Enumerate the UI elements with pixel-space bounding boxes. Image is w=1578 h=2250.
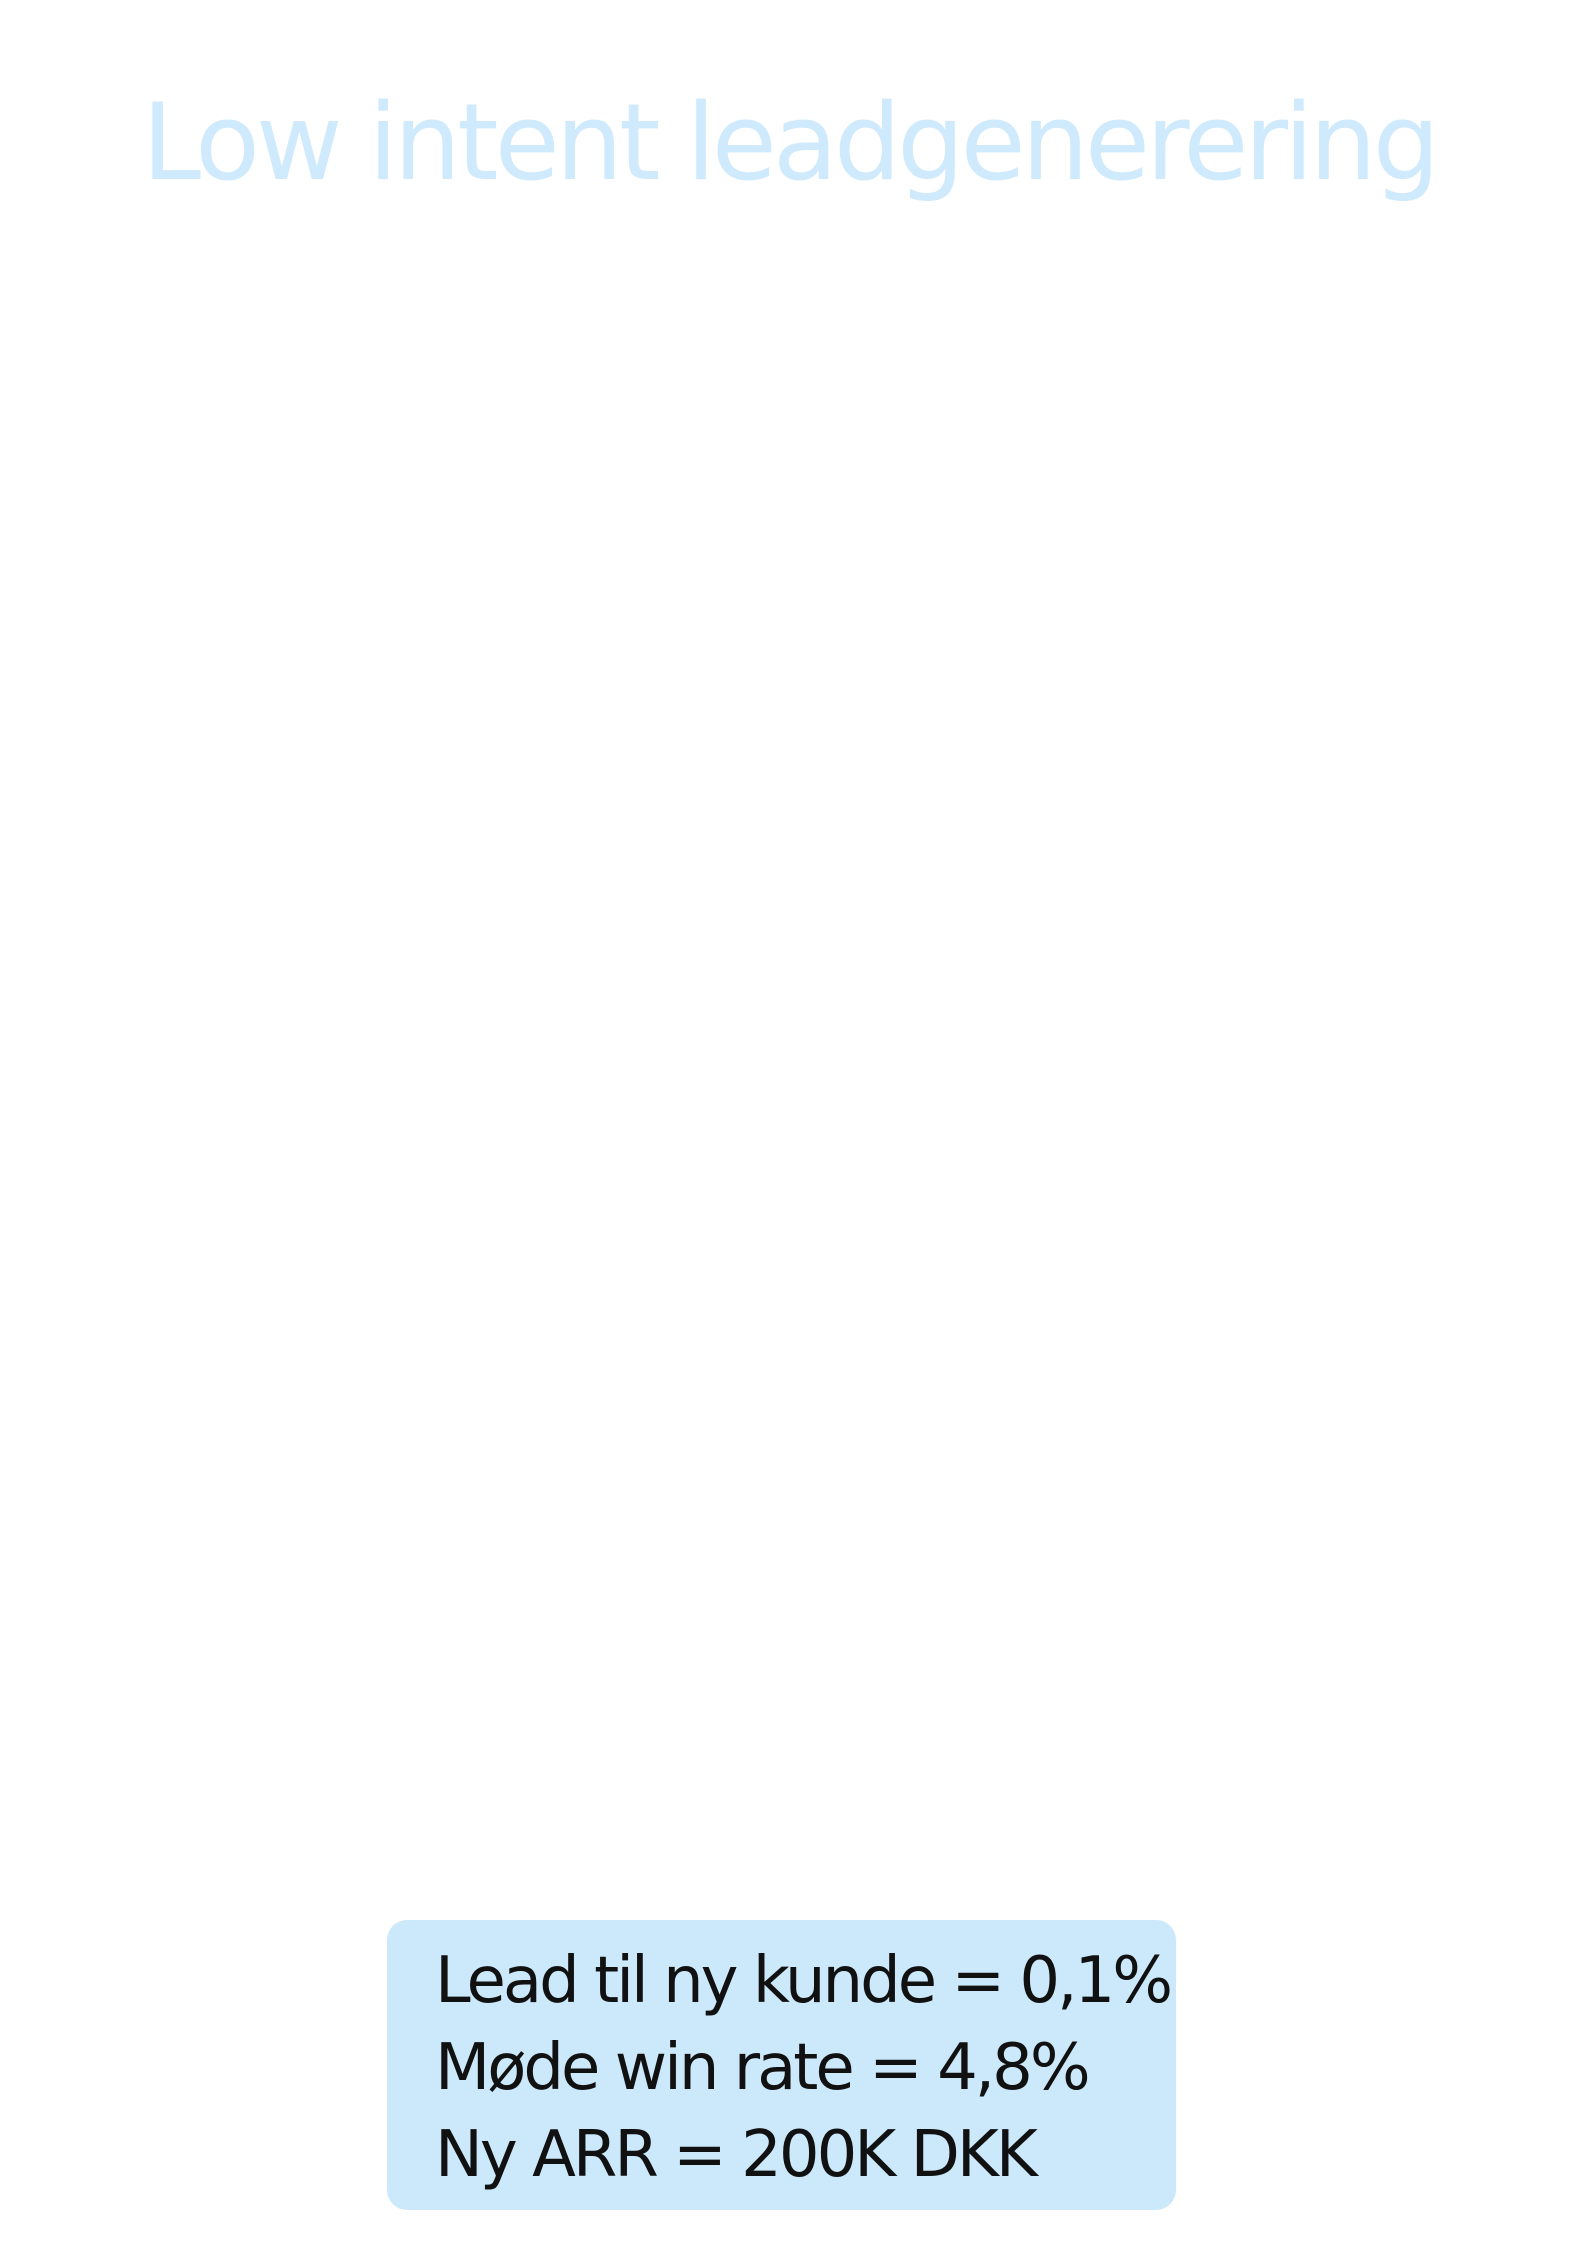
stats-box: Lead til ny kunde = 0,1% Møde win rate =… <box>387 1920 1176 2210</box>
stat-meeting-win-rate: Møde win rate = 4,8% <box>435 2031 1091 2105</box>
stat-new-arr: Ny ARR = 200K DKK <box>435 2118 1038 2192</box>
stat-lead-to-customer: Lead til ny kunde = 0,1% <box>435 1944 1173 2018</box>
page-title: Low intent leadgenerering <box>141 81 1440 204</box>
